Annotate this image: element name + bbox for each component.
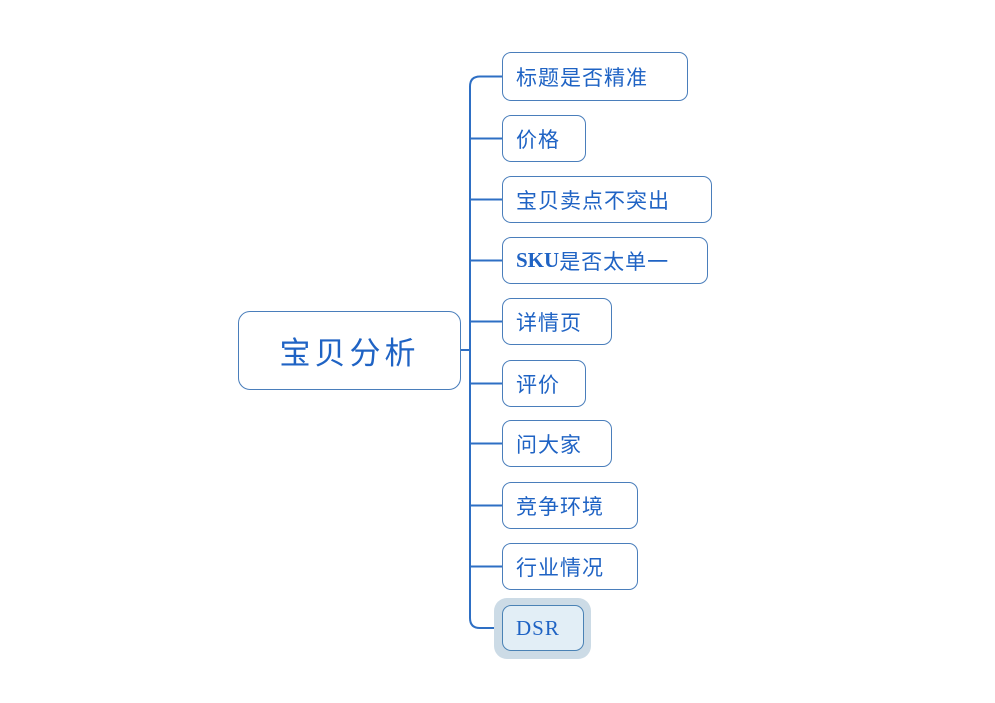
topic-node-label: DSR <box>516 615 560 640</box>
topic-node-label: 竞争环境 <box>516 495 604 519</box>
topic-node[interactable]: 详情页 <box>502 298 612 345</box>
connector-branch-0 <box>469 75 502 87</box>
topic-node-label: 宝贝卖点不突出 <box>516 189 670 213</box>
topic-node[interactable]: 标题是否精准 <box>502 52 688 101</box>
topic-node-selected[interactable]: DSR <box>502 605 584 651</box>
topic-node[interactable]: 价格 <box>502 115 586 162</box>
root-node-label: 宝贝分析 <box>279 336 420 371</box>
topic-node[interactable]: 行业情况 <box>502 543 638 590</box>
topic-node[interactable]: 宝贝卖点不突出 <box>502 176 712 223</box>
topic-node[interactable]: 竞争环境 <box>502 482 638 529</box>
topic-node-label: 行业情况 <box>516 556 604 580</box>
topic-node-label: 详情页 <box>516 311 582 335</box>
root-node[interactable]: 宝贝分析 <box>238 311 461 390</box>
topic-node-label: 标题是否精准 <box>516 66 648 90</box>
topic-node-label: 价格 <box>516 128 560 152</box>
topic-node-label: 问大家 <box>516 433 582 457</box>
topic-node[interactable]: 评价 <box>502 360 586 407</box>
topic-node-label-tail: 是否太单一 <box>559 250 670 274</box>
topic-node[interactable]: 问大家 <box>502 420 612 467</box>
topic-node-label-lead: SKU <box>516 248 560 272</box>
topic-node-label: 评价 <box>516 373 560 397</box>
